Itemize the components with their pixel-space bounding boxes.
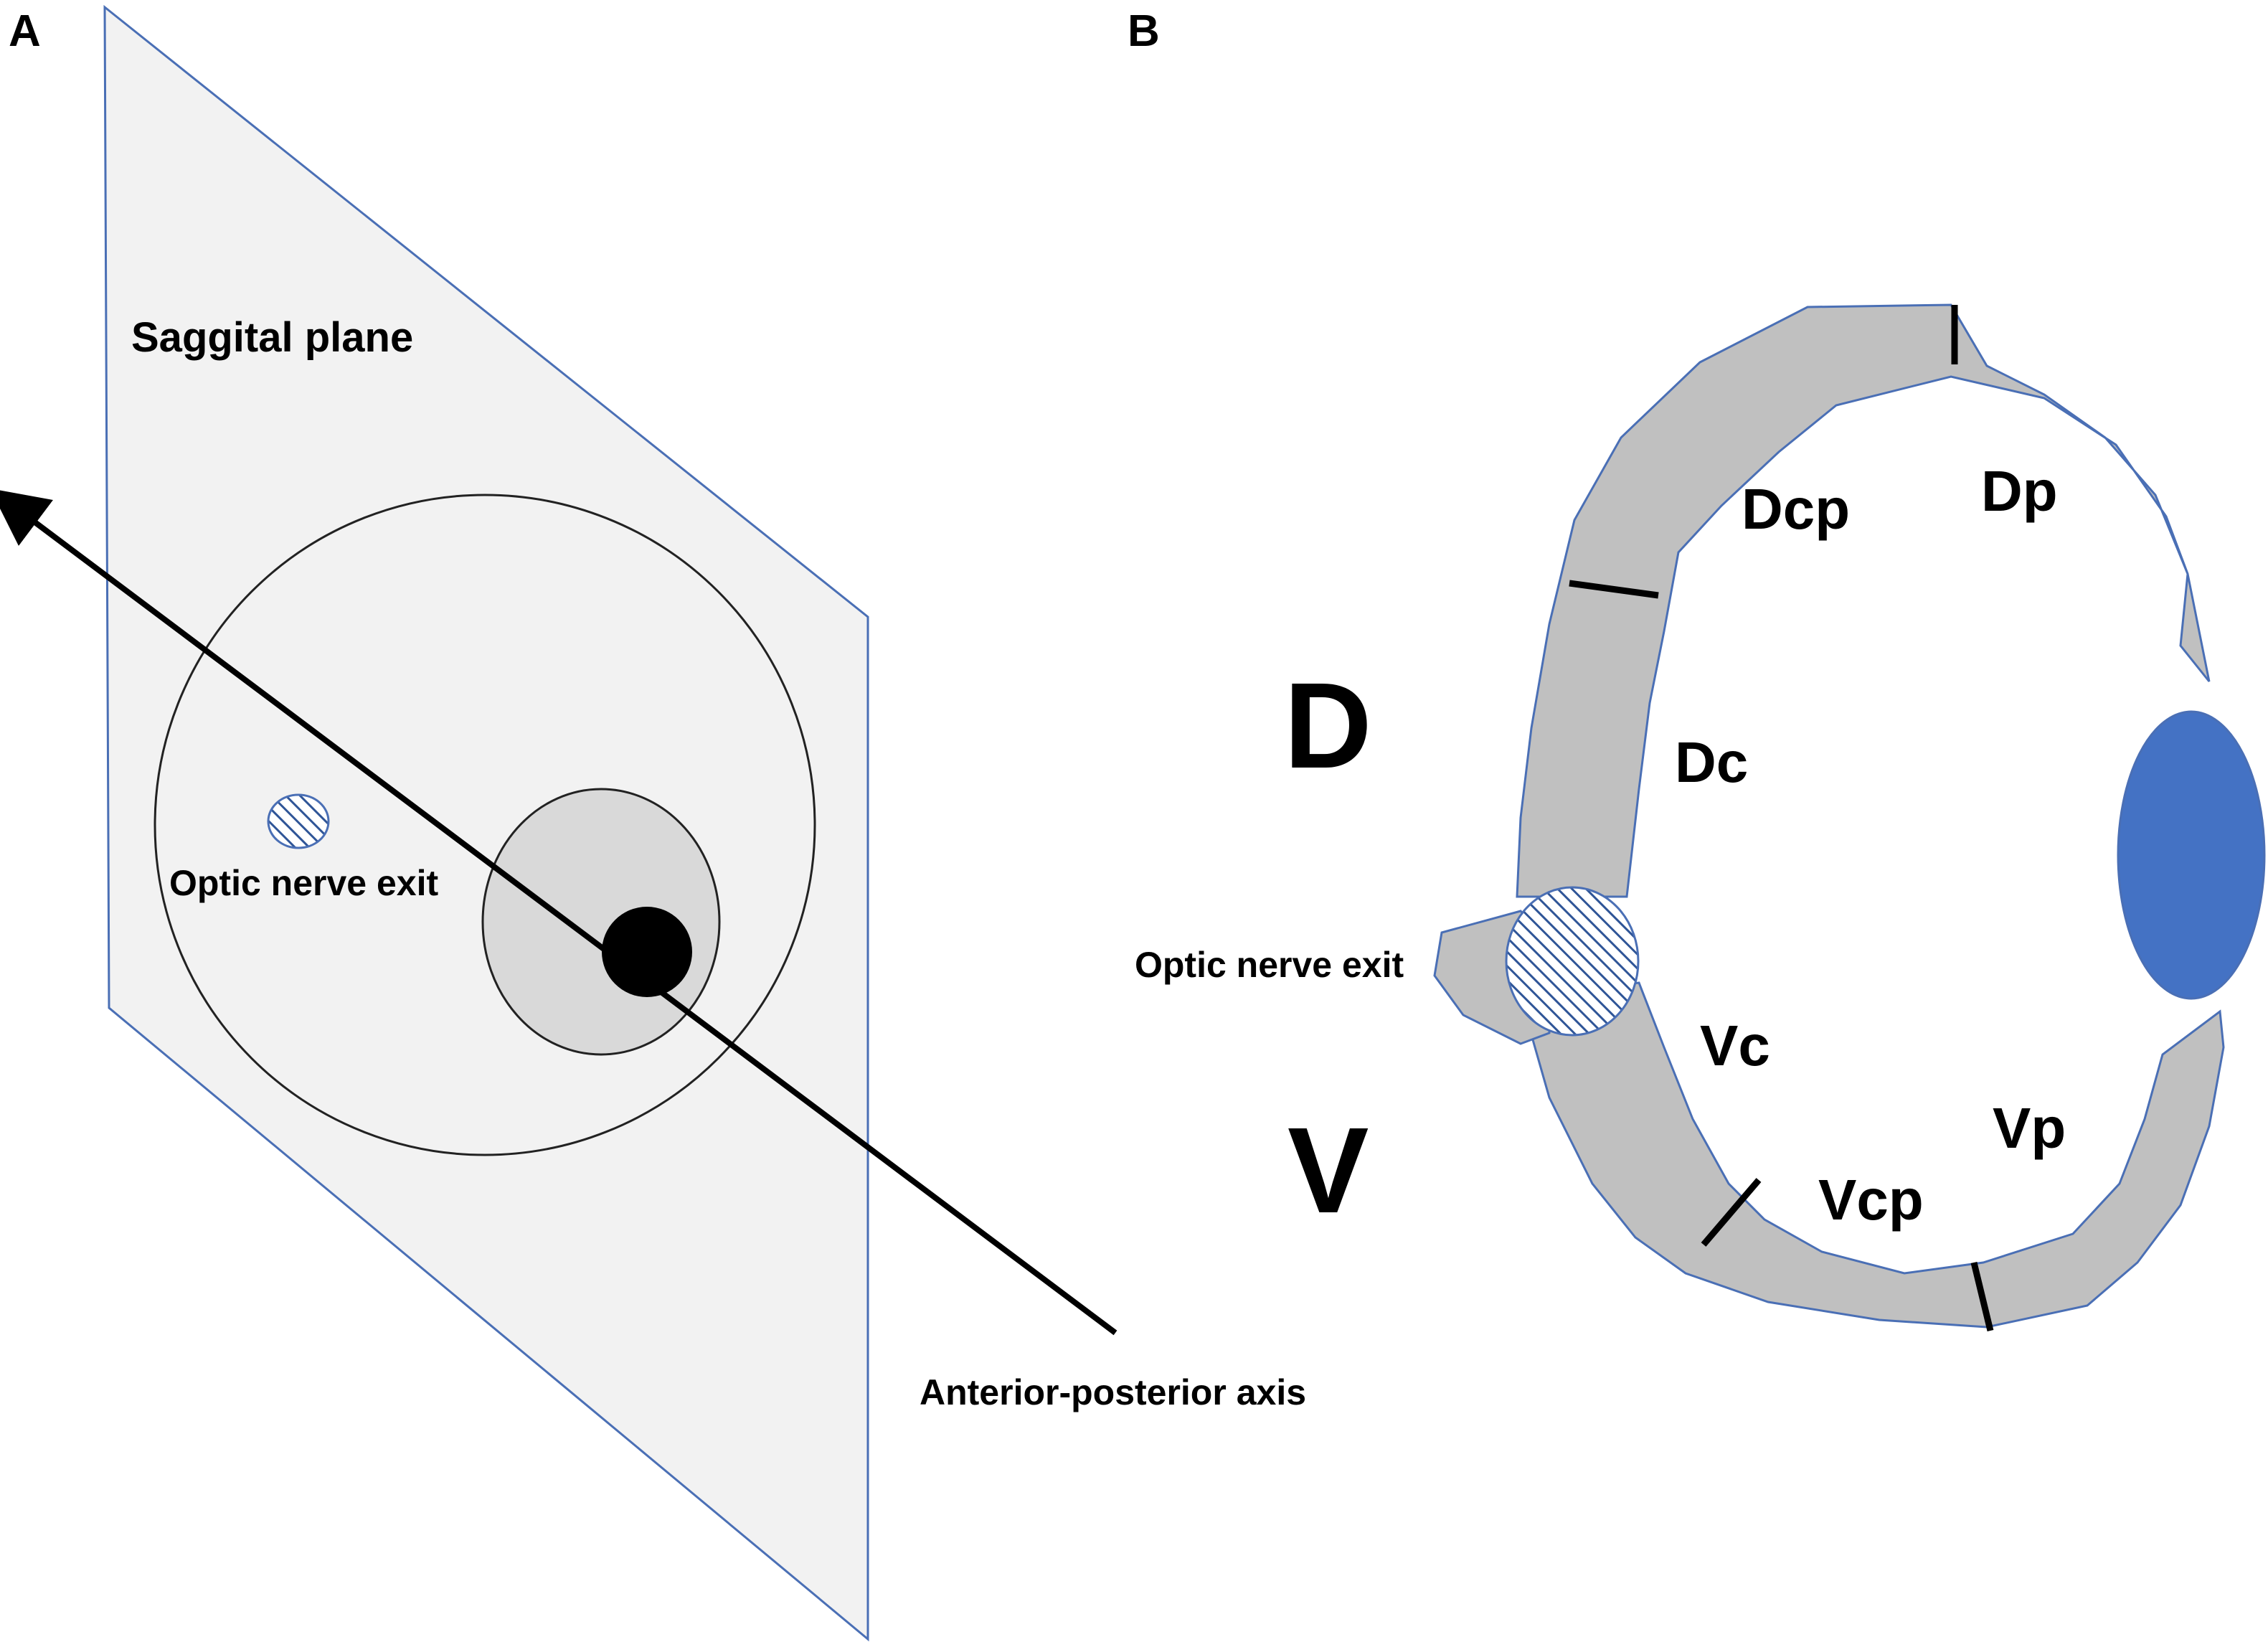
pupil-dot [602, 907, 692, 997]
panel-b-letter: B [1128, 6, 1160, 56]
panel-a-letter: A [9, 6, 41, 56]
lens-region-circle [481, 788, 721, 1056]
region-dcp-label: Dcp [1742, 477, 1850, 541]
optic-nerve-exit-label-a: Optic nerve exit [169, 863, 438, 903]
ventral-label: V [1287, 1103, 1369, 1239]
region-dc-label: Dc [1675, 730, 1748, 794]
boundary-vc-vcp [1701, 1178, 1762, 1247]
panel-a: A Saggital plane Optic nerve exit Anteri… [0, 4, 1306, 1642]
boundary-dcp-dc [1569, 580, 1659, 599]
lens [2117, 710, 2266, 1000]
eyeball-outer-circle [153, 494, 816, 1156]
dorsal-label: D [1284, 658, 1372, 794]
region-dp-label: Dp [1981, 459, 2058, 523]
axis-label: Anterior-posterior axis [920, 1372, 1306, 1412]
sagittal-plane [103, 4, 869, 1642]
optic-nerve-exit-marker [267, 793, 330, 849]
retina-ventral-band [1519, 981, 2225, 1329]
retina-dorsal-band [1516, 303, 2211, 898]
optic-nerve-exit-label-b: Optic nerve exit [1135, 945, 1404, 985]
region-vc-label: Vc [1700, 1014, 1770, 1077]
region-vcp-label: Vcp [1818, 1168, 1924, 1232]
sagittal-plane-label: Saggital plane [131, 314, 413, 361]
anterior-posterior-axis [0, 488, 1118, 1336]
boundary-vcp-vp [1970, 1261, 1994, 1332]
region-vp-label: Vp [1993, 1096, 2066, 1160]
panel-b: B D V Optic nerve exit Dcp Dp Dc Vc Vcp … [1128, 6, 2266, 1332]
optic-nerve-exit-b [1505, 886, 1640, 1037]
